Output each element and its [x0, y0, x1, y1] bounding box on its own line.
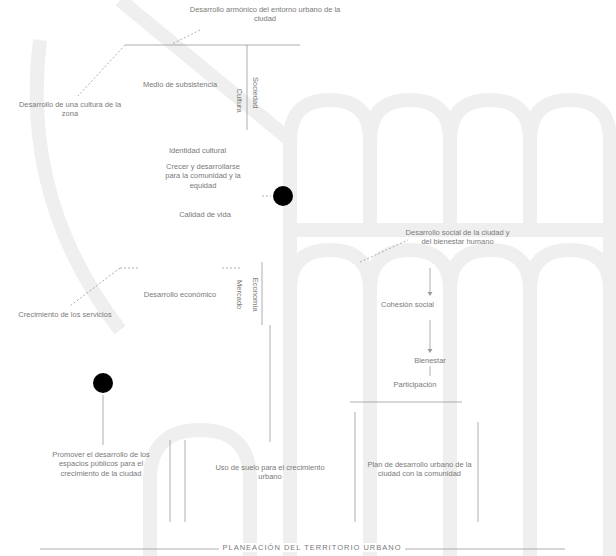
base-text: Plan de desarrollo urbano de la ciudad c… [362, 460, 477, 479]
concept-label: Calidad de vida [170, 210, 240, 219]
callout-text: Desarrollo de una cultura de la zona [10, 100, 130, 119]
axis-label: Cultura [234, 79, 243, 123]
title-text: Desarrollo armónico del entorno urbano d… [185, 5, 345, 24]
concept-label: Identidad cultural [150, 146, 245, 155]
axis-label: Economía [250, 273, 259, 317]
concept-label: Desarrollo económico [140, 290, 220, 299]
text-patch: PLANEACIÓN DEL TERRITORIO URBANO [219, 543, 406, 552]
concept-label: Participación [380, 380, 450, 389]
callout-text: Desarrollo social de la ciudad y del bie… [405, 228, 510, 247]
base-band-label: PLANEACIÓN DEL TERRITORIO URBANO [4, 543, 616, 552]
concept-label: Bienestar [395, 356, 465, 365]
callout-text: Crecimiento de los servicios [10, 310, 120, 319]
base-text: Promover el desarrollo de los espacios p… [42, 450, 160, 478]
concept-label: Medio de subsistencia [140, 80, 220, 89]
axis-label: Sociedad [250, 71, 259, 115]
concept-label: Crecer y desarrollarse para la comunidad… [158, 162, 248, 190]
base-text: Uso de suelo para el crecimiento urbano [215, 463, 325, 482]
concept-label: Cohesión social [370, 300, 445, 309]
axis-label: Mercado [234, 273, 243, 317]
